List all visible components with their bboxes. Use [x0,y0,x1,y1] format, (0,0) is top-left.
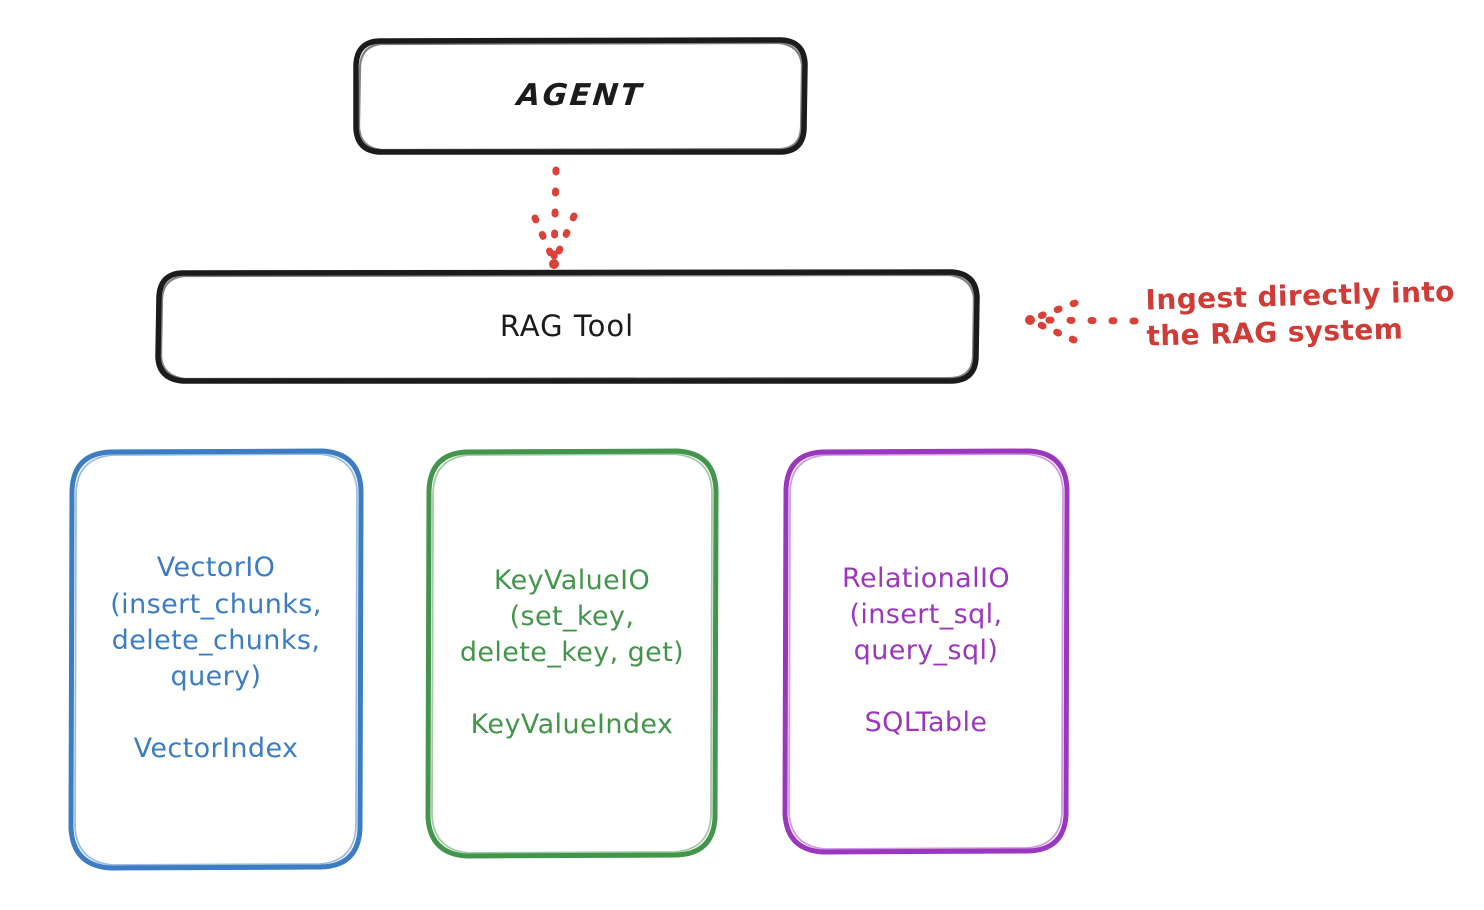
vector-io-node-label: VectorIO (insert_chunks, delete_chunks, … [110,552,322,765]
relational-io-box-outline [782,448,1070,855]
vector-io-node[interactable]: VectorIO (insert_chunks, delete_chunks, … [70,450,362,868]
vector-io-box-outline [68,448,364,871]
key-value-io-node-label: KeyValueIO (set_key, delete_key, get) Ke… [459,564,685,741]
ingest-to-rag-arrow [1025,299,1139,344]
rag-tool-node-label: RAG Tool [499,309,635,344]
rag-tool-node[interactable]: RAG Tool [157,272,977,382]
agent-box-outline [353,37,808,155]
agent-node[interactable]: AGENT [355,40,805,153]
key-value-io-box-outline [425,448,719,859]
ingest-annotation-label: Ingest directly into the RAG system [1145,274,1456,353]
agent-to-rag-arrow [531,166,578,269]
agent-node-label: AGENT [515,78,646,114]
relational-io-node-label: RelationalIO (insert_sql, query_sql) SQL… [842,562,1010,739]
key-value-io-node[interactable]: KeyValueIO (set_key, delete_key, get) Ke… [428,450,716,856]
relational-io-node[interactable]: RelationalIO (insert_sql, query_sql) SQL… [785,450,1067,852]
rag-tool-box-outline [155,269,980,384]
